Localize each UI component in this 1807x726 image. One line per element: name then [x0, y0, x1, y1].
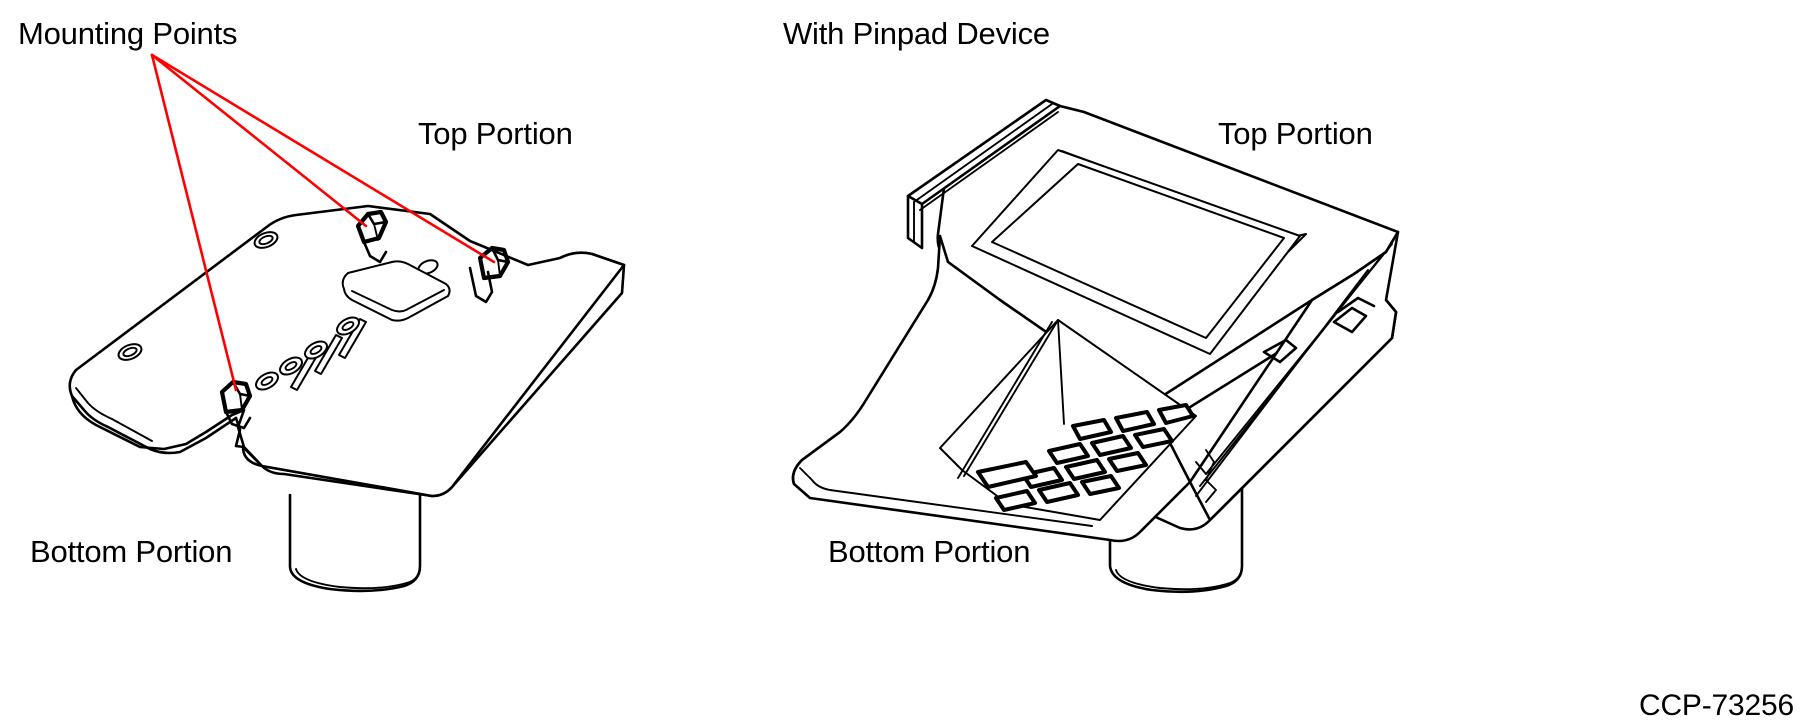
left-top-portion-label: Top Portion: [418, 116, 573, 151]
right-bottom-portion-label: Bottom Portion: [828, 534, 1031, 569]
plate-cable-cutout: [341, 260, 451, 322]
drawing-number-label: CCP-73256: [1639, 689, 1794, 722]
mounting-points-leader-lines: [150, 53, 496, 392]
plate-hole-lower-left: [117, 343, 143, 361]
pinpad-mounting-latch: [1195, 296, 1376, 503]
plate-slot-row: [255, 316, 367, 391]
left-bottom-portion-label: Bottom Portion: [30, 534, 233, 569]
pinpad-display-screen: [971, 149, 1307, 355]
pinpad-card-reader-rail: [906, 98, 1062, 250]
pinpad-keypad-buttons: [976, 403, 1195, 512]
pedestal-column: [288, 476, 422, 593]
mounting-clip-right: [468, 245, 511, 304]
with-pinpad-device-label: With Pinpad Device: [783, 16, 1050, 51]
mounting-clip-upper: [355, 209, 389, 264]
pinpad-pedestal-column: [1108, 478, 1244, 594]
plate-hole-upper-left: [253, 231, 279, 249]
right-top-portion-label: Top Portion: [1218, 116, 1373, 151]
mounting-points-label: Mounting Points: [18, 16, 238, 51]
